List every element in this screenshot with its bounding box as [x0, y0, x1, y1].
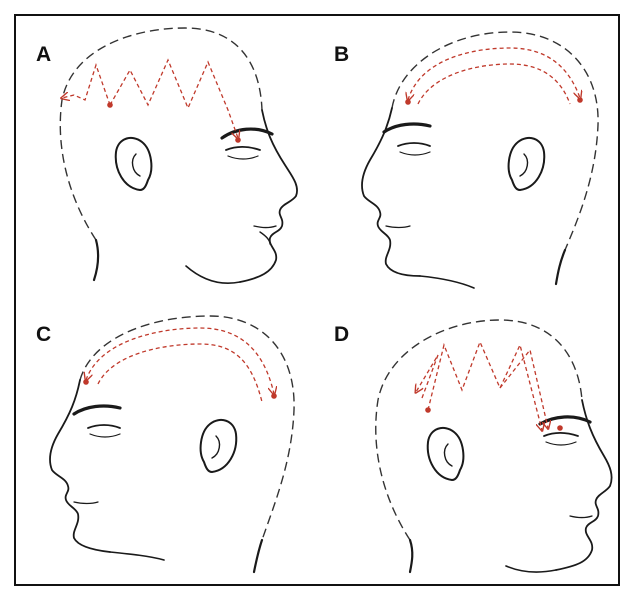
head-profile-icon [376, 320, 612, 572]
massage-path-b [405, 48, 583, 105]
ear-icon [201, 420, 237, 472]
eye-icon [74, 406, 120, 437]
massage-path-c [83, 328, 277, 402]
ear-icon [428, 428, 464, 480]
massage-path-a [62, 60, 241, 143]
eye-icon [222, 129, 272, 159]
panel-b [362, 32, 598, 288]
panel-c [50, 316, 294, 572]
massage-path-d [416, 342, 563, 431]
panel-label-c: C [36, 324, 51, 345]
head-profile-icon [362, 32, 598, 288]
panel-label-b: B [334, 44, 349, 65]
ear-icon [509, 138, 545, 190]
panel-a [60, 28, 297, 283]
panel-label-d: D [334, 324, 349, 345]
panel-label-a: A [36, 44, 51, 65]
panel-d [376, 320, 612, 572]
eye-icon [384, 124, 430, 155]
eye-icon [540, 417, 590, 445]
ear-icon [116, 138, 152, 190]
